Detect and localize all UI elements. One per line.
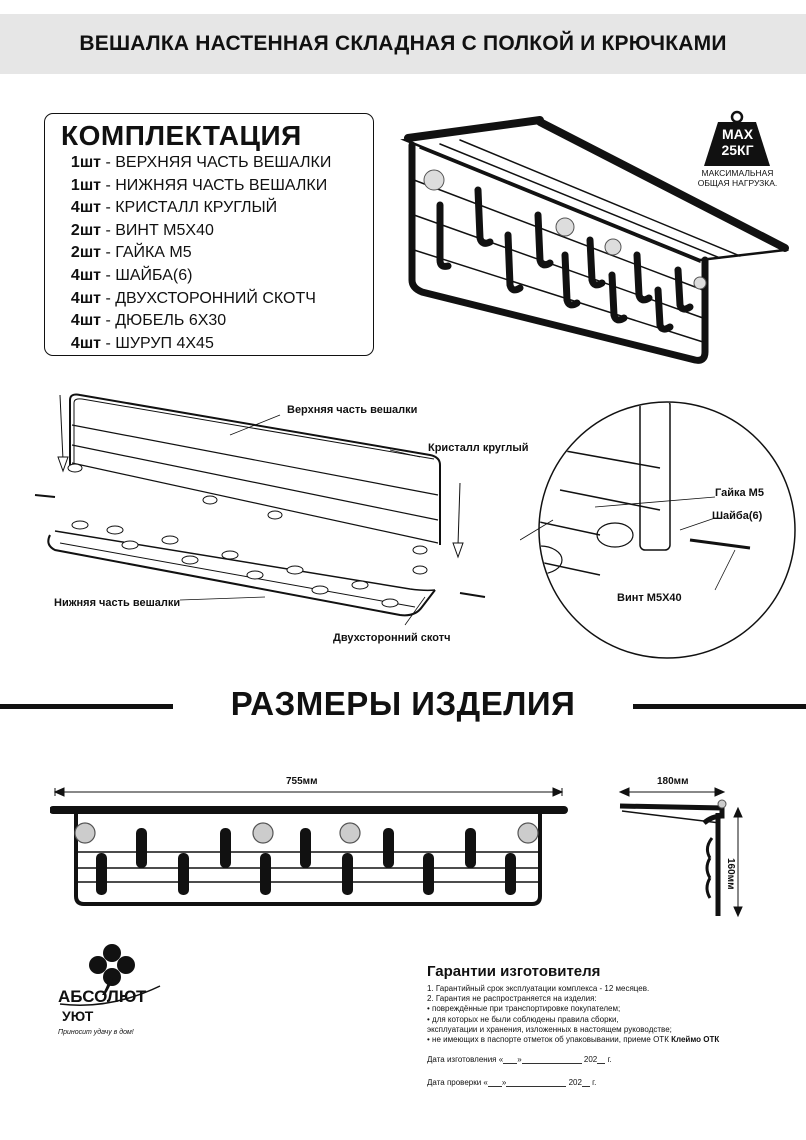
assembly-diagram xyxy=(34,393,486,626)
product-illustration xyxy=(400,116,790,364)
warranty-line: • повреждённые при транспортировке покуп… xyxy=(427,1004,621,1014)
list-item: 4шт - ДЮБЕЛЬ 6Х30 xyxy=(55,312,331,335)
divider-right xyxy=(633,704,806,709)
item-name: - КРИСТАЛЛ КРУГЛЫЙ xyxy=(101,199,278,217)
brand-slogan: Приносит удачу в дом! xyxy=(58,1029,134,1036)
list-item: 4шт - ШУРУП 4Х45 xyxy=(55,335,331,358)
item-qty: 4шт xyxy=(70,199,101,217)
label-washer: Шайба(6) xyxy=(712,510,763,522)
year-suffix: г. xyxy=(607,1055,612,1065)
day-field[interactable] xyxy=(487,1086,502,1088)
dim-height: 160мм xyxy=(725,858,736,890)
quote-close: » xyxy=(517,1055,522,1065)
sizes-title: РАЗМЕРЫ ИЗДЕЛИЯ xyxy=(230,685,576,722)
day-field[interactable] xyxy=(503,1063,518,1065)
dim-depth: 180мм xyxy=(657,776,689,787)
month-field[interactable] xyxy=(506,1086,567,1088)
list-item: 4шт - ШАЙБА(6) xyxy=(55,267,331,290)
label-tape: Двухсторонний скотч xyxy=(333,632,451,644)
quote-close: » xyxy=(501,1078,507,1088)
kit-title: КОМПЛЕКТАЦИЯ xyxy=(61,120,302,151)
brand-name-2: УЮТ xyxy=(62,1008,94,1024)
label-lower-part: Нижняя часть вешалки xyxy=(54,597,181,609)
weight-icon xyxy=(704,110,770,166)
list-item: 4шт - КРИСТАЛЛ КРУГЛЫЙ xyxy=(55,199,331,222)
date-made-row: Дата изготовления « » 202 г. xyxy=(427,1055,787,1065)
label-screw: Винт М5Х40 xyxy=(617,592,682,604)
item-qty: 2шт xyxy=(70,244,101,262)
date-check-label: Дата проверки « xyxy=(427,1078,488,1088)
list-item: 4шт - ДВУХСТОРОННИЙ СКОТЧ xyxy=(55,290,331,313)
max-label: MAX xyxy=(721,126,754,142)
warranty-line: • не имеющих в паспорте отметок об упако… xyxy=(427,1035,787,1045)
item-qty: 2шт xyxy=(70,221,101,239)
label-nut: Гайка М5 xyxy=(715,487,764,499)
label-crystal: Кристалл круглый xyxy=(428,442,529,454)
detail-zoom xyxy=(520,401,796,659)
item-name: - НИЖНЯЯ ЧАСТЬ ВЕШАЛКИ xyxy=(101,176,328,194)
front-view-drawing xyxy=(50,787,568,906)
warranty-line: • для которых не были соблюдены правила … xyxy=(427,1014,619,1024)
brand-name: АБСОЛЮТ xyxy=(58,987,147,1006)
caption-line: ОБЩАЯ НАГРУЗКА. xyxy=(697,178,778,188)
item-name: - ШАЙБА(6) xyxy=(101,266,193,284)
item-name: - ШУРУП 4Х45 xyxy=(101,334,214,352)
item-name: - ДЮБЕЛЬ 6Х30 xyxy=(101,312,227,330)
date-made-label: Дата изготовления « xyxy=(427,1055,504,1065)
warranty-line-text: • не имеющих в паспорте отметок об упако… xyxy=(427,1035,669,1045)
kit-list: 1шт - ВЕРХНЯЯ ЧАСТЬ ВЕШАЛКИ 1шт - НИЖНЯЯ… xyxy=(55,154,331,357)
max-load-badge: MAX 25КГ xyxy=(700,126,775,158)
max-load-caption: МАКСИМАЛЬНАЯ ОБЩАЯ НАГРУЗКА. xyxy=(675,168,800,188)
item-qty: 1шт xyxy=(70,154,101,171)
month-field[interactable] xyxy=(521,1063,582,1065)
list-item: 2шт - ВИНТ М5Х40 xyxy=(55,222,331,245)
list-item: 1шт - НИЖНЯЯ ЧАСТЬ ВЕШАЛКИ xyxy=(55,177,331,200)
item-name: - ВЕРХНЯЯ ЧАСТЬ ВЕШАЛКИ xyxy=(101,154,332,171)
kit-box: КОМПЛЕКТАЦИЯ 1шт - ВЕРХНЯЯ ЧАСТЬ ВЕШАЛКИ… xyxy=(44,113,374,356)
item-qty: 4шт xyxy=(70,289,101,307)
warranty-title: Гарантии изготовителя xyxy=(427,963,601,980)
year-field[interactable] xyxy=(597,1063,606,1065)
year-field[interactable] xyxy=(581,1086,590,1088)
date-check-row: Дата проверки « » 202 г. xyxy=(427,1078,787,1088)
warranty-line: 2. Гарантия не распространяется на издел… xyxy=(427,994,597,1004)
list-item: 2шт - ГАЙКА М5 xyxy=(55,244,331,267)
year-label: 202 xyxy=(583,1055,598,1065)
logo-swoosh xyxy=(59,985,161,1006)
side-view-drawing xyxy=(618,787,743,918)
item-qty: 1шт xyxy=(70,176,101,194)
page-title: ВЕШАЛКА НАСТЕННАЯ СКЛАДНАЯ С ПОЛКОЙ И КР… xyxy=(79,32,727,55)
label-upper-part: Верхняя часть вешалки xyxy=(287,404,418,416)
item-name: - ВИНТ М5Х40 xyxy=(101,221,214,239)
item-name: - ДВУХСТОРОННИЙ СКОТЧ xyxy=(101,289,316,307)
clover-logo-icon xyxy=(89,944,135,995)
item-qty: 4шт xyxy=(70,266,101,284)
warranty-line: эксплуатации и хранения, изложенных в на… xyxy=(427,1024,672,1034)
dim-width: 755мм xyxy=(286,776,318,787)
item-name: - ГАЙКА М5 xyxy=(101,244,192,262)
item-qty: 4шт xyxy=(70,312,101,330)
year-suffix: г. xyxy=(592,1078,597,1088)
item-qty: 4шт xyxy=(70,334,101,352)
warranty-line: 1. Гарантийный срок эксплуатации комплек… xyxy=(427,984,650,993)
year-label: 202 xyxy=(568,1078,582,1088)
max-weight: 25КГ xyxy=(721,142,754,158)
list-item: 1шт - ВЕРХНЯЯ ЧАСТЬ ВЕШАЛКИ xyxy=(55,154,331,177)
header-banner: ВЕШАЛКА НАСТЕННАЯ СКЛАДНАЯ С ПОЛКОЙ И КР… xyxy=(0,14,806,74)
divider-left xyxy=(0,704,173,709)
caption-line: МАКСИМАЛЬНАЯ xyxy=(701,168,774,178)
warranty-section: Гарантии изготовителя 1. Гарантийный сро… xyxy=(427,963,787,1088)
stamp-label: Клеймо ОТК xyxy=(671,1035,720,1045)
